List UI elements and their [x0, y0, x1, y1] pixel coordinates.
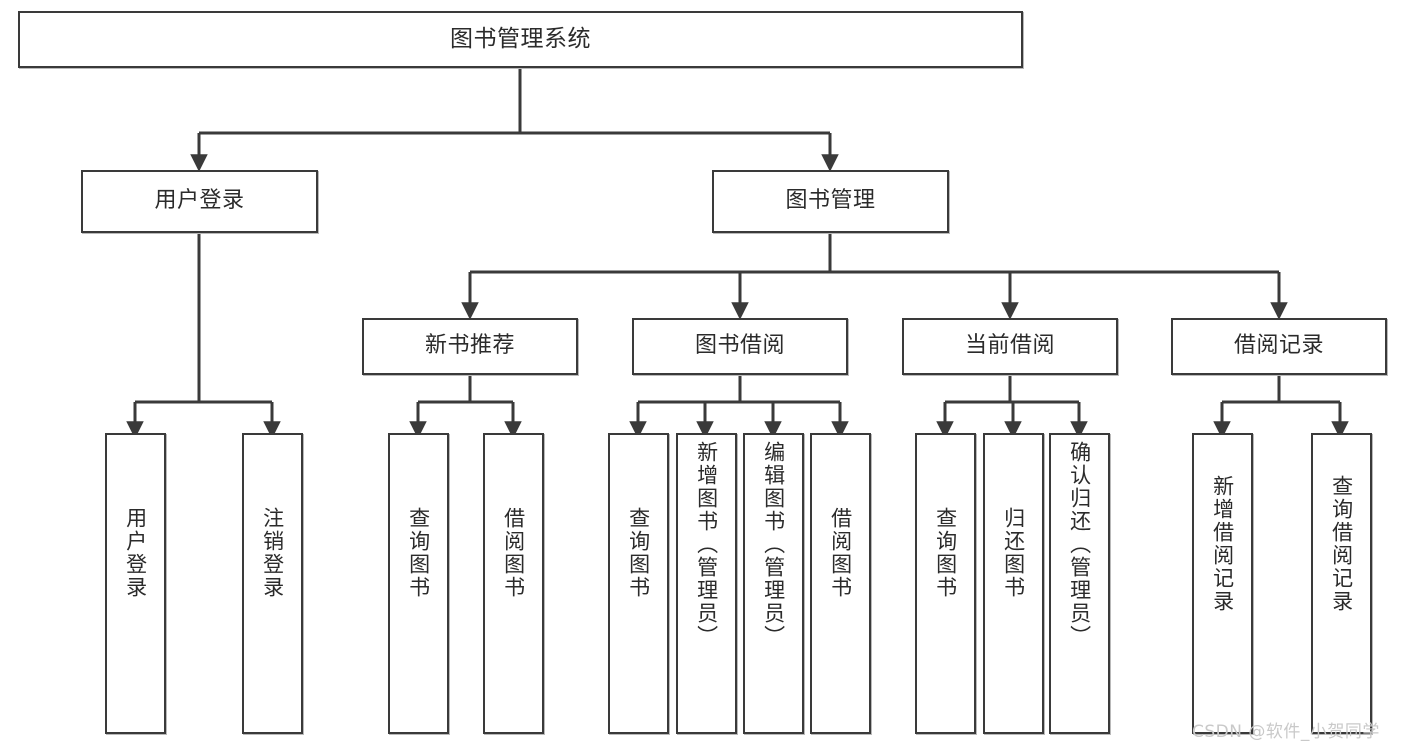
leaf-borrow-book-1[interactable]: 借阅图书 — [483, 433, 544, 734]
node-label: 确认归还（管理员） — [1067, 441, 1092, 648]
node-root-system[interactable]: 图书管理系统 — [18, 11, 1023, 68]
node-label: 借阅图书 — [828, 507, 853, 599]
node-label: 用户登录 — [123, 507, 148, 599]
node-label: 用户登录 — [154, 188, 245, 214]
leaf-add-book[interactable]: 新增图书（管理员） — [676, 433, 737, 734]
leaf-logout-login[interactable]: 注销登录 — [242, 433, 303, 734]
node-label: 查询图书 — [626, 507, 651, 599]
leaf-query-record[interactable]: 查询借阅记录 — [1311, 433, 1372, 734]
node-user-login[interactable]: 用户登录 — [81, 170, 318, 233]
node-label: 查询图书 — [406, 507, 431, 599]
node-label: 注销登录 — [260, 507, 285, 599]
leaf-add-record[interactable]: 新增借阅记录 — [1192, 433, 1253, 734]
leaf-borrow-book-2[interactable]: 借阅图书 — [810, 433, 871, 734]
node-label: 图书管理 — [785, 188, 876, 214]
node-book-management[interactable]: 图书管理 — [712, 170, 949, 233]
node-label: 借阅记录 — [1233, 333, 1324, 359]
node-label: 图书借阅 — [694, 333, 785, 359]
node-label: 当前借阅 — [964, 333, 1055, 359]
node-label: 归还图书 — [1001, 507, 1026, 599]
leaf-return-book[interactable]: 归还图书 — [983, 433, 1044, 734]
leaf-edit-book[interactable]: 编辑图书（管理员） — [743, 433, 804, 734]
node-label: 新书推荐 — [424, 333, 515, 359]
node-label: 借阅图书 — [501, 507, 526, 599]
node-label: 新增借阅记录 — [1210, 475, 1235, 613]
node-label: 新增图书（管理员） — [694, 441, 719, 648]
node-borrow-record[interactable]: 借阅记录 — [1171, 318, 1387, 375]
node-label: 查询图书 — [933, 507, 958, 599]
csdn-watermark: CSDN @软件_小贺同学 — [1192, 722, 1380, 742]
leaf-confirm-return[interactable]: 确认归还（管理员） — [1049, 433, 1110, 734]
leaf-query-book-1[interactable]: 查询图书 — [388, 433, 449, 734]
node-label: 图书管理系统 — [450, 25, 591, 52]
leaf-query-book-3[interactable]: 查询图书 — [915, 433, 976, 734]
leaf-user-login[interactable]: 用户登录 — [105, 433, 166, 734]
leaf-query-book-2[interactable]: 查询图书 — [608, 433, 669, 734]
node-book-borrow[interactable]: 图书借阅 — [632, 318, 848, 375]
node-label: 编辑图书（管理员） — [761, 441, 786, 648]
node-new-book-recommend[interactable]: 新书推荐 — [362, 318, 578, 375]
node-label: 查询借阅记录 — [1329, 475, 1354, 613]
node-current-borrow[interactable]: 当前借阅 — [902, 318, 1118, 375]
